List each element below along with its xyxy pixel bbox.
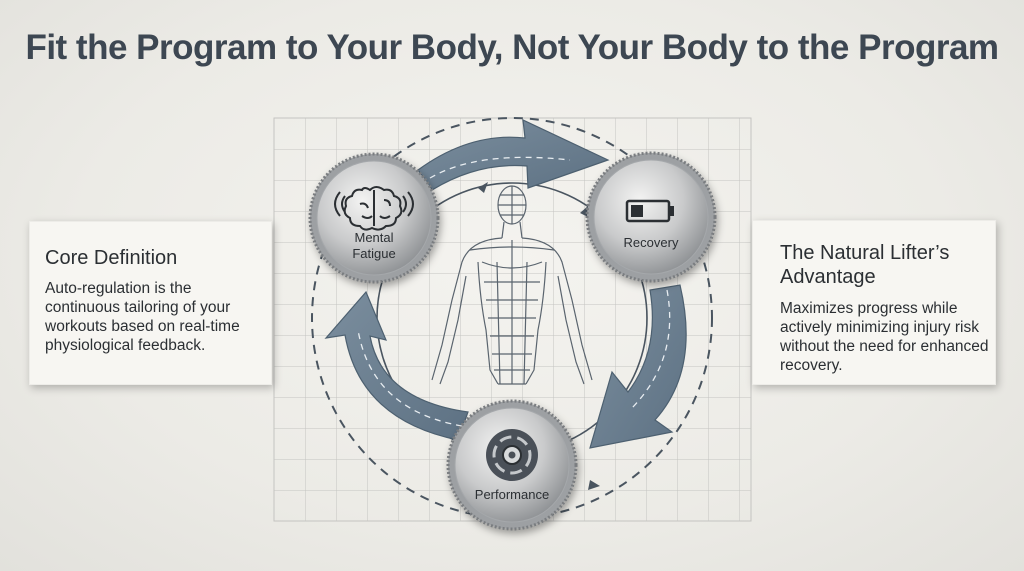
arrow-top-dash — [429, 156, 571, 179]
core-definition-heading: Core Definition — [45, 247, 178, 269]
arrow-top — [417, 119, 610, 191]
arrow-right — [589, 284, 687, 449]
brain-icon — [334, 186, 414, 231]
node-label-recovery: Recovery — [624, 235, 679, 250]
node-label-mental: Mental — [354, 230, 393, 245]
arrow-left-dash — [357, 329, 463, 427]
arrow-right-dash — [629, 289, 671, 411]
inner-arrowhead-bottom — [588, 480, 600, 490]
node-label-performance: Performance — [475, 487, 549, 502]
core-definition-body: Auto-regulation is the continuous tailor… — [45, 280, 240, 354]
cycle-arrows — [324, 119, 687, 449]
inner-arrowhead-left — [478, 182, 488, 193]
node-recovery — [585, 151, 717, 283]
core-definition-card: Core Definition Auto-regulation is the c… — [29, 221, 272, 385]
body-wireframe-icon — [431, 185, 593, 385]
node-label-fatigue: Fatigue — [352, 246, 395, 261]
weight-plate-icon — [486, 429, 538, 481]
outer-dashed-ring — [311, 117, 713, 519]
natural-lifter-card: The Natural Lifter’s Advantage Maximizes… — [752, 220, 996, 385]
natural-lifter-heading: The Natural Lifter’s Advantage — [780, 242, 950, 288]
arrow-left — [324, 290, 469, 441]
page-title: Fit the Program to Your Body, Not Your B… — [25, 28, 999, 67]
natural-lifter-body: Maximizes progress while actively minimi… — [780, 300, 989, 374]
battery-icon — [625, 199, 674, 223]
